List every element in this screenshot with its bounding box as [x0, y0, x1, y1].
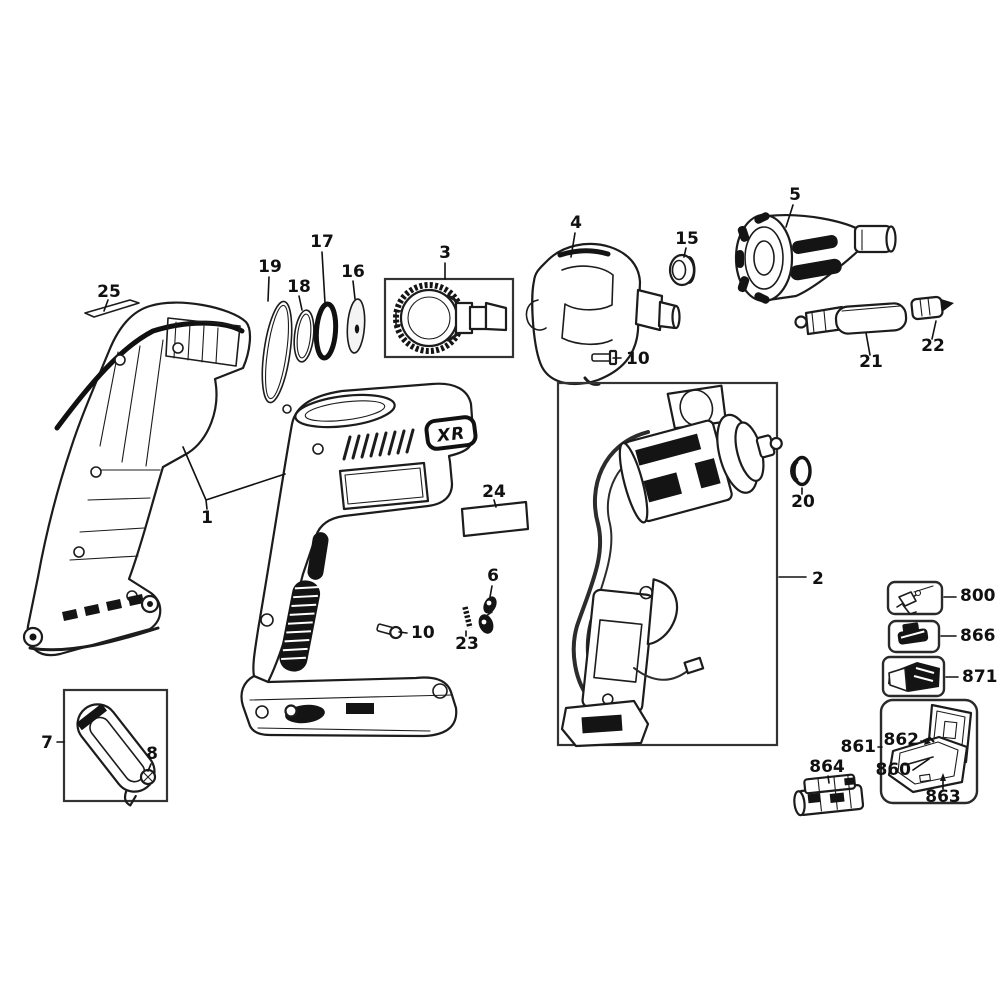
part-17-oring-drawing — [313, 301, 339, 361]
part-5-nose-cone-drawing — [734, 212, 897, 304]
callout-862: 862 — [884, 730, 920, 750]
part-864-battery-drawing — [793, 773, 865, 817]
part-23-spring-drawing — [462, 606, 473, 629]
callout-22: 22 — [921, 336, 945, 356]
kit-800-box-drawing — [886, 580, 944, 616]
callout-10-upper: 10 — [626, 349, 650, 369]
kit-871-battery-drawing — [881, 655, 946, 698]
callout-5: 5 — [789, 185, 801, 205]
callout-863: 863 — [925, 787, 961, 807]
part-25-strip-drawing — [84, 299, 140, 318]
callout-18: 18 — [287, 277, 311, 297]
callout-24: 24 — [482, 482, 506, 502]
callout-17: 17 — [310, 232, 334, 252]
part-19-oring-drawing — [261, 300, 293, 404]
callout-4: 4 — [570, 213, 582, 233]
callout-861: 861 — [841, 737, 877, 757]
part-1-right-housing-drawing: XR — [240, 382, 478, 738]
callout-871: 871 — [962, 667, 998, 687]
callout-866: 866 — [960, 626, 996, 646]
callout-7: 7 — [41, 733, 53, 753]
callout-19: 19 — [258, 257, 282, 277]
part-21-bit-holder-drawing — [794, 302, 908, 336]
kit-861-case-drawing — [879, 698, 979, 805]
callout-3: 3 — [439, 243, 451, 263]
callout-6: 6 — [487, 566, 499, 586]
part-16-washer-drawing — [346, 298, 366, 354]
callout-21: 21 — [859, 352, 883, 372]
callout-864: 864 — [809, 757, 845, 777]
callout-15: 15 — [675, 229, 699, 249]
part-7-belt-hook-drawing — [62, 688, 169, 807]
part-15-bearing-ring-drawing — [668, 253, 696, 287]
callout-23: 23 — [455, 634, 479, 654]
callout-10-lower: 10 — [411, 623, 435, 643]
part-4-gear-case-drawing — [525, 242, 681, 386]
kit-866-battery-drawing — [887, 619, 941, 654]
callout-25: 25 — [97, 282, 121, 302]
part-6-lever-drawing — [478, 596, 497, 634]
part-10-screw-lower-drawing — [376, 623, 403, 640]
part-1-left-housing-drawing — [22, 301, 252, 657]
part-18-ring-drawing — [293, 309, 315, 363]
callout-16: 16 — [341, 262, 365, 282]
xr-logo-text: XR — [435, 423, 466, 446]
part-8-screw-drawing — [139, 768, 157, 786]
xr-logo-plate: XR — [424, 415, 478, 451]
part-2-motor-assembly-drawing — [556, 381, 783, 748]
part-3-gear-assembly-drawing — [383, 277, 515, 359]
callout-2: 2 — [812, 569, 824, 589]
callout-8: 8 — [146, 744, 158, 764]
callout-800: 800 — [960, 586, 996, 606]
part-24-label-plate-drawing — [460, 500, 530, 538]
part-10-screw-upper-drawing — [591, 349, 618, 366]
part-22-screw-bit-drawing — [910, 295, 954, 321]
callout-860: 860 — [876, 760, 912, 780]
part-20-ring-drawing — [790, 455, 812, 487]
callout-20: 20 — [791, 492, 815, 512]
leader-lines — [56, 204, 959, 790]
callout-1: 1 — [201, 508, 213, 528]
callout-labels: 25 19 18 17 16 3 4 15 5 21 22 10 1 24 2 … — [41, 185, 997, 807]
